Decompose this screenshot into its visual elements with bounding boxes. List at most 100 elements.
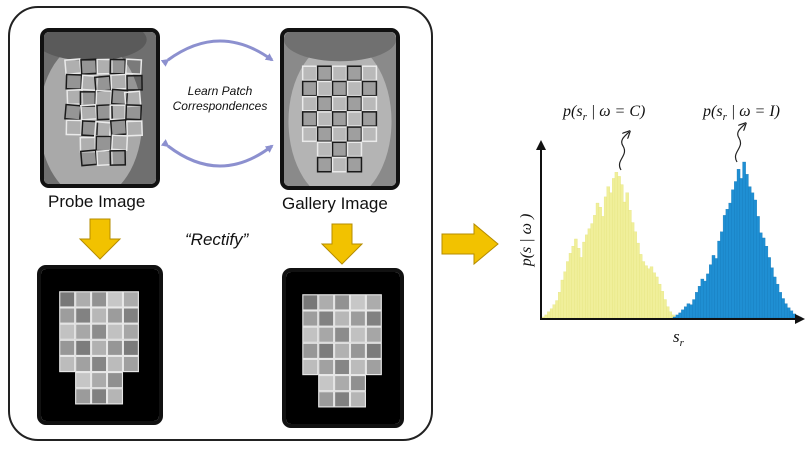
rectified-patch [334, 310, 351, 327]
rectified-patch [91, 307, 108, 324]
rectified-patch [302, 310, 319, 327]
rectified-patch [365, 342, 382, 360]
face-patch [110, 73, 128, 91]
rectified-patch [334, 294, 351, 311]
face-patch [316, 111, 333, 127]
face-patch [64, 58, 82, 76]
rectified-patch [349, 342, 366, 360]
face-patch [66, 88, 84, 106]
impostor-bar [695, 292, 699, 319]
histogram-bars [541, 161, 802, 319]
impostor-bar [778, 292, 782, 319]
face-patch [110, 134, 129, 151]
impostor-bar [681, 309, 685, 319]
genuine-bar [563, 271, 567, 319]
face-patch [331, 111, 348, 127]
genuine-bar [549, 308, 554, 319]
rectified-patch [122, 307, 139, 324]
impostor-bar [717, 240, 721, 319]
genuine-bar [555, 300, 559, 319]
face-patch [316, 156, 333, 173]
genuine-bar [620, 184, 624, 319]
face-patch [93, 120, 112, 138]
rectified-patch [334, 391, 351, 408]
impostor-bar [700, 278, 705, 319]
face-patch [96, 58, 114, 75]
impostor-bar [675, 314, 680, 319]
rectified-patch [318, 326, 335, 343]
impostor-bar [734, 181, 738, 319]
impostor-bar [747, 186, 752, 319]
face-shape [288, 41, 392, 186]
genuine-bar [617, 176, 621, 319]
rectified-patch [106, 388, 124, 405]
patch-grid [64, 58, 144, 167]
face-patch [346, 80, 363, 97]
face-patch [96, 149, 114, 167]
face-patch [79, 91, 97, 107]
learn-line-2: Correspondences [172, 99, 268, 113]
impostor-bar [745, 174, 749, 319]
rectified-patch [302, 326, 319, 343]
face-patch [316, 141, 333, 158]
rectified-patch [91, 339, 108, 357]
face-patch [109, 149, 127, 166]
face-patch [361, 95, 378, 112]
genuine-bar [625, 192, 629, 319]
rectified-patch [106, 323, 124, 340]
x-axis-label: sr [673, 327, 685, 349]
rectified-patch [318, 391, 335, 408]
face-patch [80, 58, 98, 75]
impostor-bar [795, 315, 799, 319]
impostor-bar [739, 178, 744, 319]
rectified-patch [349, 358, 366, 376]
genuine-bar [568, 253, 573, 319]
down-arrow-left [78, 218, 122, 260]
impostor-bar [784, 303, 788, 319]
rectified-patch [349, 391, 366, 408]
rectified-patch [106, 307, 124, 324]
genuine-bar [593, 215, 597, 319]
gallery-image-label: Gallery Image [282, 194, 388, 213]
impostor-bar [709, 264, 713, 319]
face-patch [301, 65, 318, 82]
face-patch [301, 95, 318, 112]
rectified-patch [91, 323, 108, 340]
face-patch [331, 65, 348, 82]
rectified-patch [106, 291, 124, 308]
impostor-bar [798, 316, 802, 319]
impostor-bar [770, 267, 774, 319]
rectified-patch [302, 342, 319, 360]
rectified-patch [122, 323, 139, 340]
genuine-bar [649, 266, 654, 319]
face-patch [346, 156, 363, 173]
face-patch [124, 58, 143, 75]
rectified-patch [91, 291, 108, 308]
face-patch [331, 80, 348, 97]
rectified-patch [59, 323, 76, 340]
genuine-bar [609, 192, 613, 319]
face-patch [346, 111, 363, 127]
rectified-patch [106, 355, 124, 373]
face-patch [361, 80, 378, 97]
gallery-image [280, 28, 400, 190]
learn-line-1: Learn Patch [187, 84, 253, 98]
impostor-bar [686, 303, 691, 319]
face-patch [110, 88, 129, 106]
face-patch [331, 126, 348, 143]
genuine-bar [603, 196, 608, 319]
rectified-patch [106, 339, 124, 357]
face-patch [331, 156, 348, 173]
face-patch [316, 65, 333, 82]
rectified-patch [91, 355, 108, 373]
rectified-patch [59, 355, 76, 373]
rectified-patch [318, 342, 335, 360]
rectified-patch [318, 310, 335, 327]
rectified-patch [302, 358, 319, 376]
rectified-patch [59, 307, 76, 324]
face-patch [109, 104, 126, 121]
impostor-bar [764, 246, 769, 319]
impostor-bar [683, 306, 688, 319]
face-patch [123, 90, 142, 108]
rectified-patch [365, 310, 382, 327]
